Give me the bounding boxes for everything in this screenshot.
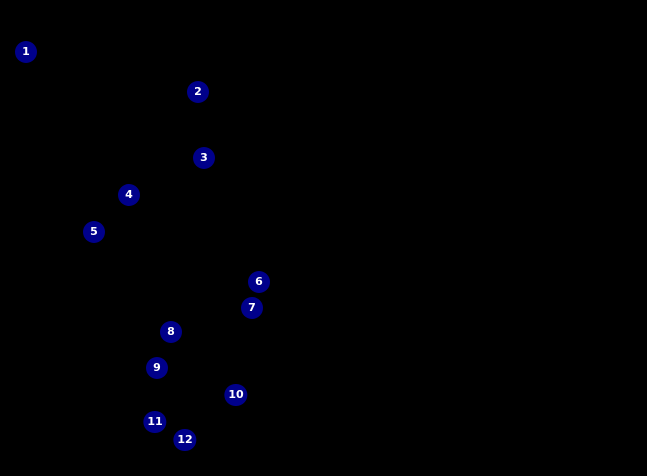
numbered-marker-6[interactable]: 6 [248,271,270,293]
numbered-marker-3[interactable]: 3 [193,147,215,169]
numbered-marker-4[interactable]: 4 [118,184,140,206]
numbered-marker-12[interactable]: 12 [173,429,197,451]
numbered-marker-7[interactable]: 7 [241,297,263,319]
numbered-marker-1[interactable]: 1 [15,41,37,63]
numbered-marker-9[interactable]: 9 [146,357,168,379]
numbered-marker-11[interactable]: 11 [143,411,167,433]
numbered-marker-5[interactable]: 5 [83,221,105,243]
numbered-marker-10[interactable]: 10 [224,384,248,406]
numbered-marker-8[interactable]: 8 [160,321,182,343]
numbered-marker-2[interactable]: 2 [187,81,209,103]
